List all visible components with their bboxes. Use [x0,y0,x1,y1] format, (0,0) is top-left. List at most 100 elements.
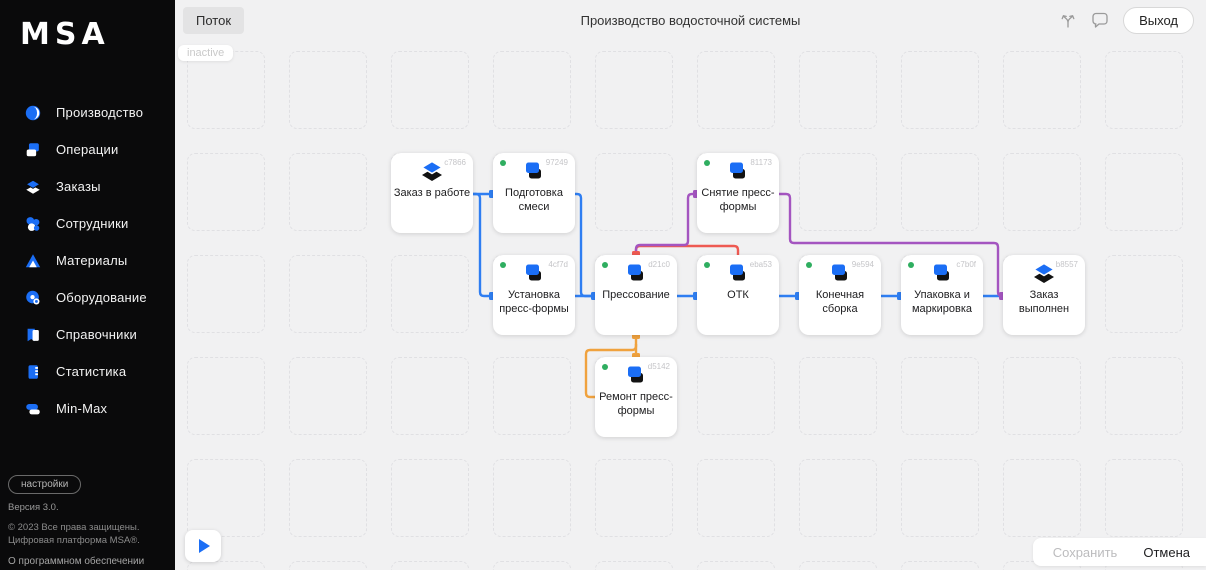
grid-cell[interactable] [1003,459,1081,537]
grid-cell[interactable] [187,357,265,435]
grid-cell[interactable] [1105,255,1183,333]
grid-cell[interactable] [493,357,571,435]
grid-cell[interactable] [289,357,367,435]
grid-cell[interactable] [289,459,367,537]
grid-cell[interactable] [901,357,979,435]
grid-cell[interactable] [697,561,775,570]
flow-tab[interactable]: Поток [183,6,245,34]
comment-icon[interactable] [1089,9,1111,31]
grid-cell[interactable] [187,561,265,570]
operation-icon [521,262,547,286]
grid-cell[interactable] [187,153,265,231]
grid-cell[interactable] [1003,153,1081,231]
operation-icon [725,262,751,286]
sidebar-item-label: Справочники [56,327,137,342]
sidebar-item-label: Сотрудники [56,216,129,231]
grid-cell[interactable] [901,51,979,129]
grid-cell[interactable] [799,561,877,570]
grid-cell[interactable] [391,459,469,537]
grid-cell[interactable] [595,561,673,570]
sidebar-item-operations[interactable]: Операции [0,131,175,168]
grid-cell[interactable] [697,459,775,537]
grid-cell[interactable] [1105,153,1183,231]
node-label: ОТК [727,289,749,301]
grid-cell[interactable] [391,561,469,570]
sidebar-item-employees[interactable]: Сотрудники [0,205,175,242]
node-code: b8557 [1055,260,1078,269]
grid-cell[interactable] [289,51,367,129]
grid-cell[interactable] [799,357,877,435]
sidebar-item-label: Операции [56,142,119,157]
sidebar-item-catalogs[interactable]: Справочники [0,316,175,353]
sidebar-item-production[interactable]: Производство [0,94,175,131]
sidebar-item-equipment[interactable]: Оборудование [0,279,175,316]
grid-cell[interactable] [1105,51,1183,129]
operations-icon [24,141,42,159]
workflow-canvas-area: Поток Производство водосточной системы В… [175,0,1206,570]
exit-button[interactable]: Выход [1123,6,1194,34]
node-label: Заказ выполнен [1018,289,1070,315]
grid-cell[interactable] [595,153,673,231]
node-label: Упаковка и маркировка [911,289,972,315]
about-software-link[interactable]: О программном обеспечении [8,556,145,567]
branch-icon[interactable] [1057,9,1079,31]
grid-cell[interactable] [493,51,571,129]
grid-cell[interactable] [595,459,673,537]
grid-cell[interactable] [799,153,877,231]
sidebar-item-label: Заказы [56,179,101,194]
grid-cell[interactable] [289,153,367,231]
grid-cell[interactable] [799,51,877,129]
grid-cell[interactable] [1003,357,1081,435]
grid-cell[interactable] [697,51,775,129]
node-code: 97249 [545,158,568,167]
grid-cell[interactable] [289,561,367,570]
grid-cell[interactable] [1105,459,1183,537]
play-button[interactable] [185,530,221,562]
grid-cell[interactable] [1003,51,1081,129]
grid-cell[interactable] [901,153,979,231]
save-bar: Сохранить Отмена [1032,538,1206,566]
grid-cell[interactable] [1105,357,1183,435]
statistics-icon [24,363,42,381]
copyright-text: © 2023 Все права защищены. Цифровая плат… [8,522,140,547]
sidebar-item-materials[interactable]: Материалы [0,242,175,279]
grid-cell[interactable] [493,459,571,537]
grid-cell[interactable] [187,255,265,333]
sidebar-item-orders[interactable]: Заказы [0,168,175,205]
grid-cell[interactable] [901,459,979,537]
sidebar-item-minmax[interactable]: Min-Max [0,390,175,427]
save-button[interactable]: Сохранить [1052,544,1118,560]
grid-cell[interactable] [595,51,673,129]
active-status-dot [704,160,710,166]
grid-cell[interactable] [901,561,979,570]
node-label: Прессование [602,289,670,301]
grid-cell[interactable] [187,51,265,129]
catalogs-icon [24,326,42,344]
cancel-button[interactable]: Отмена [1143,544,1190,560]
grid-cell[interactable] [493,561,571,570]
grid-cell[interactable] [697,357,775,435]
grid-cell[interactable] [187,459,265,537]
settings-button[interactable]: настройки [8,475,82,495]
order-icon [1031,262,1057,286]
sidebar-item-statistics[interactable]: Статистика [0,353,175,390]
node-label: Снятие пресс-формы [701,187,775,213]
node-label: Установка пресс-формы [499,289,569,315]
grid-cell[interactable] [799,459,877,537]
grid-cell[interactable] [391,255,469,333]
sidebar-item-label: Материалы [56,253,128,268]
grid-cell[interactable] [391,51,469,129]
grid-cell[interactable] [391,357,469,435]
grid-cell[interactable] [289,255,367,333]
node-code: 4cf7d [548,260,568,269]
